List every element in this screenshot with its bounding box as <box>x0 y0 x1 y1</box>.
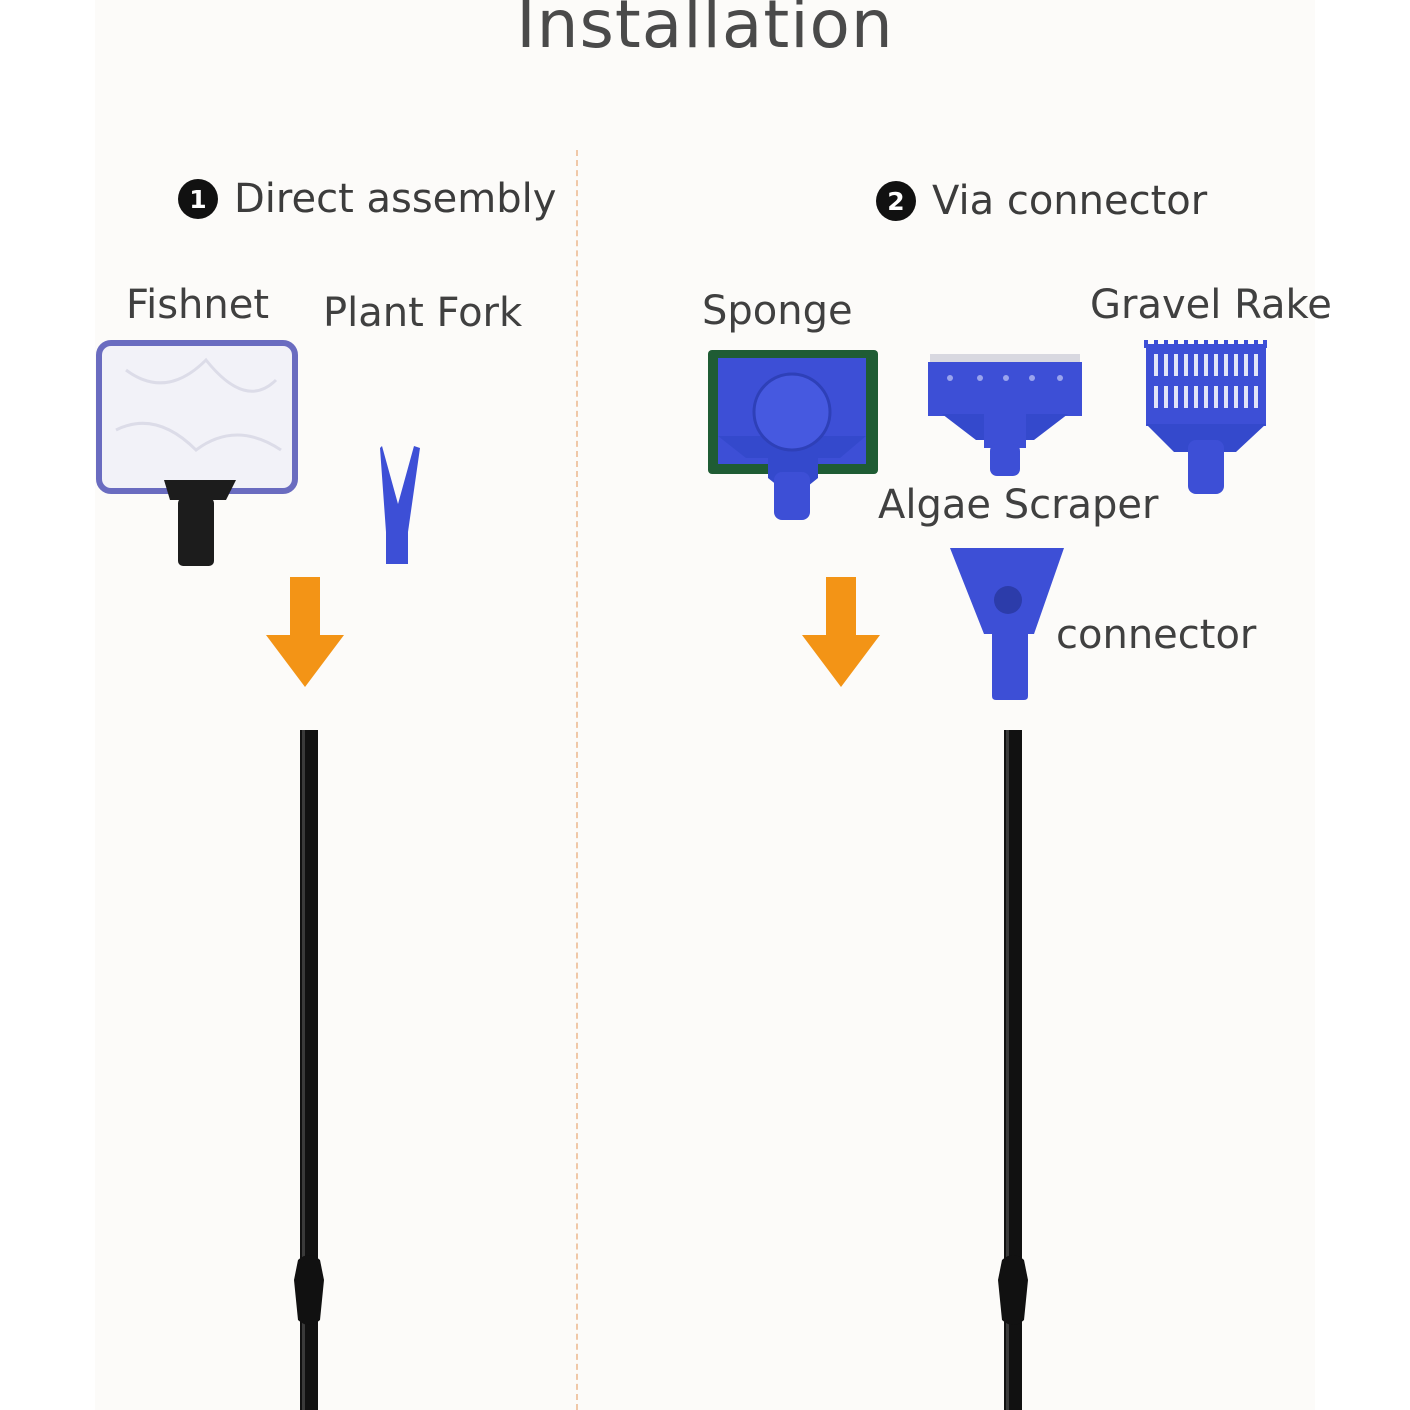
algae-scraper-icon <box>928 354 1082 476</box>
sponge-label: Sponge <box>702 288 853 334</box>
plant-fork-label: Plant Fork <box>323 290 523 336</box>
telescopic-pole-left <box>294 730 324 1410</box>
page-title: Installation <box>516 0 894 63</box>
step-number-badge: 2 <box>876 181 916 221</box>
down-arrow-icon <box>802 577 880 687</box>
step-direct-assembly: 1 Direct assembly <box>178 176 556 222</box>
step-label: Direct assembly <box>234 176 557 222</box>
algae-scraper-label: Algae Scraper <box>878 482 1159 528</box>
gravel-rake-icon <box>1144 340 1267 494</box>
plant-fork-icon <box>380 446 420 564</box>
step-number-badge: 1 <box>178 179 218 219</box>
step-via-connector: 2 Via connector <box>876 178 1207 224</box>
connector-label: connector <box>1056 612 1257 658</box>
gravel-rake-label: Gravel Rake <box>1090 282 1332 328</box>
stage-background <box>95 0 1315 1410</box>
sponge-icon <box>708 350 878 520</box>
section-divider <box>576 150 578 1410</box>
fishnet-label: Fishnet <box>126 282 270 328</box>
telescopic-pole-right <box>998 730 1028 1410</box>
down-arrow-icon <box>266 577 344 687</box>
fishnet-icon <box>96 340 298 566</box>
step-label: Via connector <box>932 178 1208 224</box>
connector-icon <box>950 548 1064 700</box>
